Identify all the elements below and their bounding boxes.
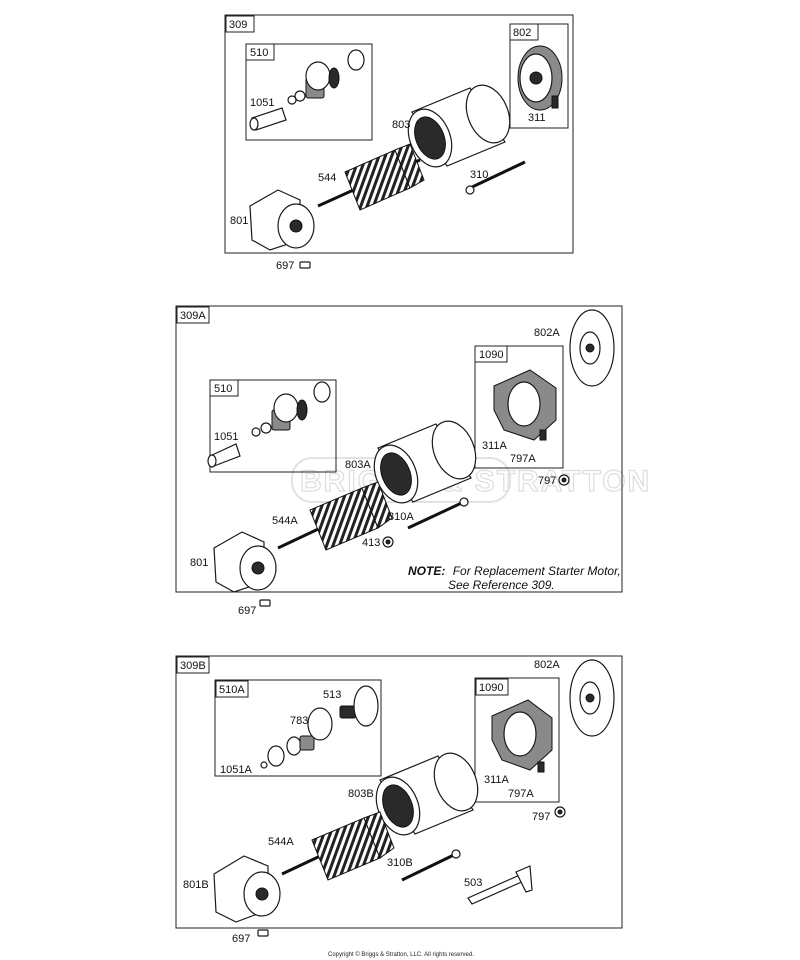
pinion-drive-part — [260, 685, 379, 769]
part-label: 1051 — [214, 431, 238, 443]
part-label: 310 — [470, 169, 488, 181]
housing-part — [407, 84, 511, 168]
part-label: 803A — [345, 459, 371, 471]
part-label: 503 — [464, 877, 482, 889]
section-frame — [175, 655, 623, 929]
part-label: 783 — [290, 715, 308, 727]
through-bolt-part — [401, 849, 461, 882]
part-label: 797A — [510, 453, 536, 465]
end-cap-part — [517, 45, 563, 111]
part-label: 544A — [268, 836, 294, 848]
subassembly-frame — [214, 679, 382, 777]
armature-part — [281, 811, 395, 881]
housing-part — [373, 420, 477, 504]
subassembly-tag: 510A — [219, 684, 245, 696]
subassembly-tag: 802 — [513, 27, 531, 39]
nut-part — [554, 806, 566, 818]
screw-part — [259, 599, 271, 607]
armature-part — [317, 143, 425, 211]
part-label: 802A — [534, 327, 560, 339]
replacement-note: NOTE: For Replacement Starter Motor, — [408, 564, 621, 578]
screw-part — [257, 929, 269, 937]
part-label: 311 — [528, 112, 546, 124]
part-label: 697 — [238, 605, 256, 617]
part-label: 797 — [538, 475, 556, 487]
subassembly-frame — [509, 23, 569, 129]
part-label: 697 — [276, 260, 294, 272]
through-bolt-part — [407, 497, 469, 530]
part-label: 797A — [508, 788, 534, 800]
part-label: 803 — [392, 119, 410, 131]
part-label: 803B — [348, 788, 374, 800]
mounting-bracket-part — [213, 855, 281, 923]
mounting-bracket-part — [213, 531, 277, 593]
tool-part — [467, 865, 533, 905]
note-line-2: See Reference 309. — [448, 578, 555, 592]
subassembly-tag: 1090 — [479, 682, 503, 694]
section-309: 309 510 1051 802 311 — [224, 14, 574, 272]
nut-part — [558, 474, 570, 486]
subassembly-frame — [245, 43, 373, 141]
part-label: 544 — [318, 172, 336, 184]
part-label: 1051A — [220, 764, 252, 776]
section-tag: 309 — [229, 19, 247, 31]
part-label: 801B — [183, 879, 209, 891]
part-label: 544A — [272, 515, 298, 527]
section-tag: 309B — [180, 660, 206, 672]
subassembly-tag: 510 — [250, 47, 268, 59]
mounting-bracket-part — [249, 189, 315, 251]
copyright-notice: Copyright © Briggs & Stratton, LLC. All … — [328, 951, 474, 958]
end-cap-part — [569, 309, 615, 387]
brush-holder-part — [491, 699, 553, 773]
part-label: 697 — [232, 933, 250, 945]
through-bolt-part — [465, 160, 526, 195]
subassembly-tag: 510 — [214, 383, 232, 395]
part-label: 310B — [387, 857, 413, 869]
part-label: 311A — [484, 774, 510, 786]
brush-holder-part — [493, 369, 557, 441]
section-tag: 309A — [180, 310, 206, 322]
nut-part — [382, 536, 394, 548]
pinion-drive-part — [207, 381, 331, 468]
note-bold: NOTE: — [408, 564, 445, 578]
part-label: 797 — [532, 811, 550, 823]
part-label: 513 — [323, 689, 341, 701]
subassembly-frame — [474, 677, 560, 803]
subassembly-tag: 1090 — [479, 349, 503, 361]
subassembly-frame — [209, 379, 337, 473]
part-label: 1051 — [250, 97, 274, 109]
section-309a: 309A 510 1051 1090 311A 797A — [175, 305, 623, 617]
section-309b: 309B 510A 513 783 1051A 1090 311A 797A — [175, 655, 623, 945]
part-label: 802A — [534, 659, 560, 671]
pinion-drive-part — [249, 49, 365, 131]
part-label: 310A — [388, 511, 414, 523]
part-label: 311A — [482, 440, 508, 452]
note-line-1: For Replacement Starter Motor, — [453, 564, 621, 578]
part-label: 801 — [230, 215, 248, 227]
screw-part — [299, 261, 311, 269]
subassembly-frame — [474, 345, 564, 469]
section-frame — [175, 305, 623, 593]
section-frame — [224, 14, 574, 254]
end-cap-part — [569, 659, 615, 737]
part-label: 413 — [362, 537, 380, 549]
armature-part — [277, 481, 393, 551]
part-label: 801 — [190, 557, 208, 569]
